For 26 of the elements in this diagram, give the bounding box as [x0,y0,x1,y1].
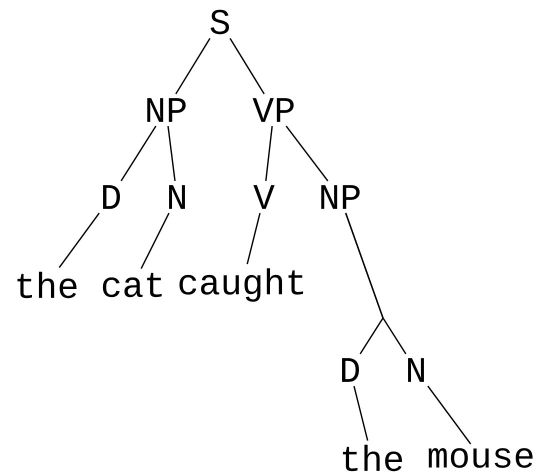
branch-line [175,38,211,94]
word-label: the [17,272,77,298]
branch-line [265,126,273,182]
category-label: D [103,185,120,209]
word-label: the [342,444,402,472]
category-label: V [253,185,275,209]
category-label: VP [252,98,294,122]
category-label: NP [321,185,360,209]
branch-line [353,386,368,441]
branch-line [58,212,100,268]
category-label: S [210,10,230,34]
category-label: NP [147,98,186,122]
category-label: D [342,358,359,382]
branch-line [229,38,265,94]
category-label: N [408,358,424,382]
branch-line [286,126,328,182]
word-label: mouse [428,448,533,468]
word-label: cat [102,272,162,298]
branch-line [120,126,156,182]
word-label: caught [179,268,304,302]
branch-line [246,212,261,264]
branch-line [427,386,472,444]
category-label: N [169,185,185,209]
branch-line [345,212,406,354]
branch-line [140,212,170,269]
branch-line [167,126,176,182]
